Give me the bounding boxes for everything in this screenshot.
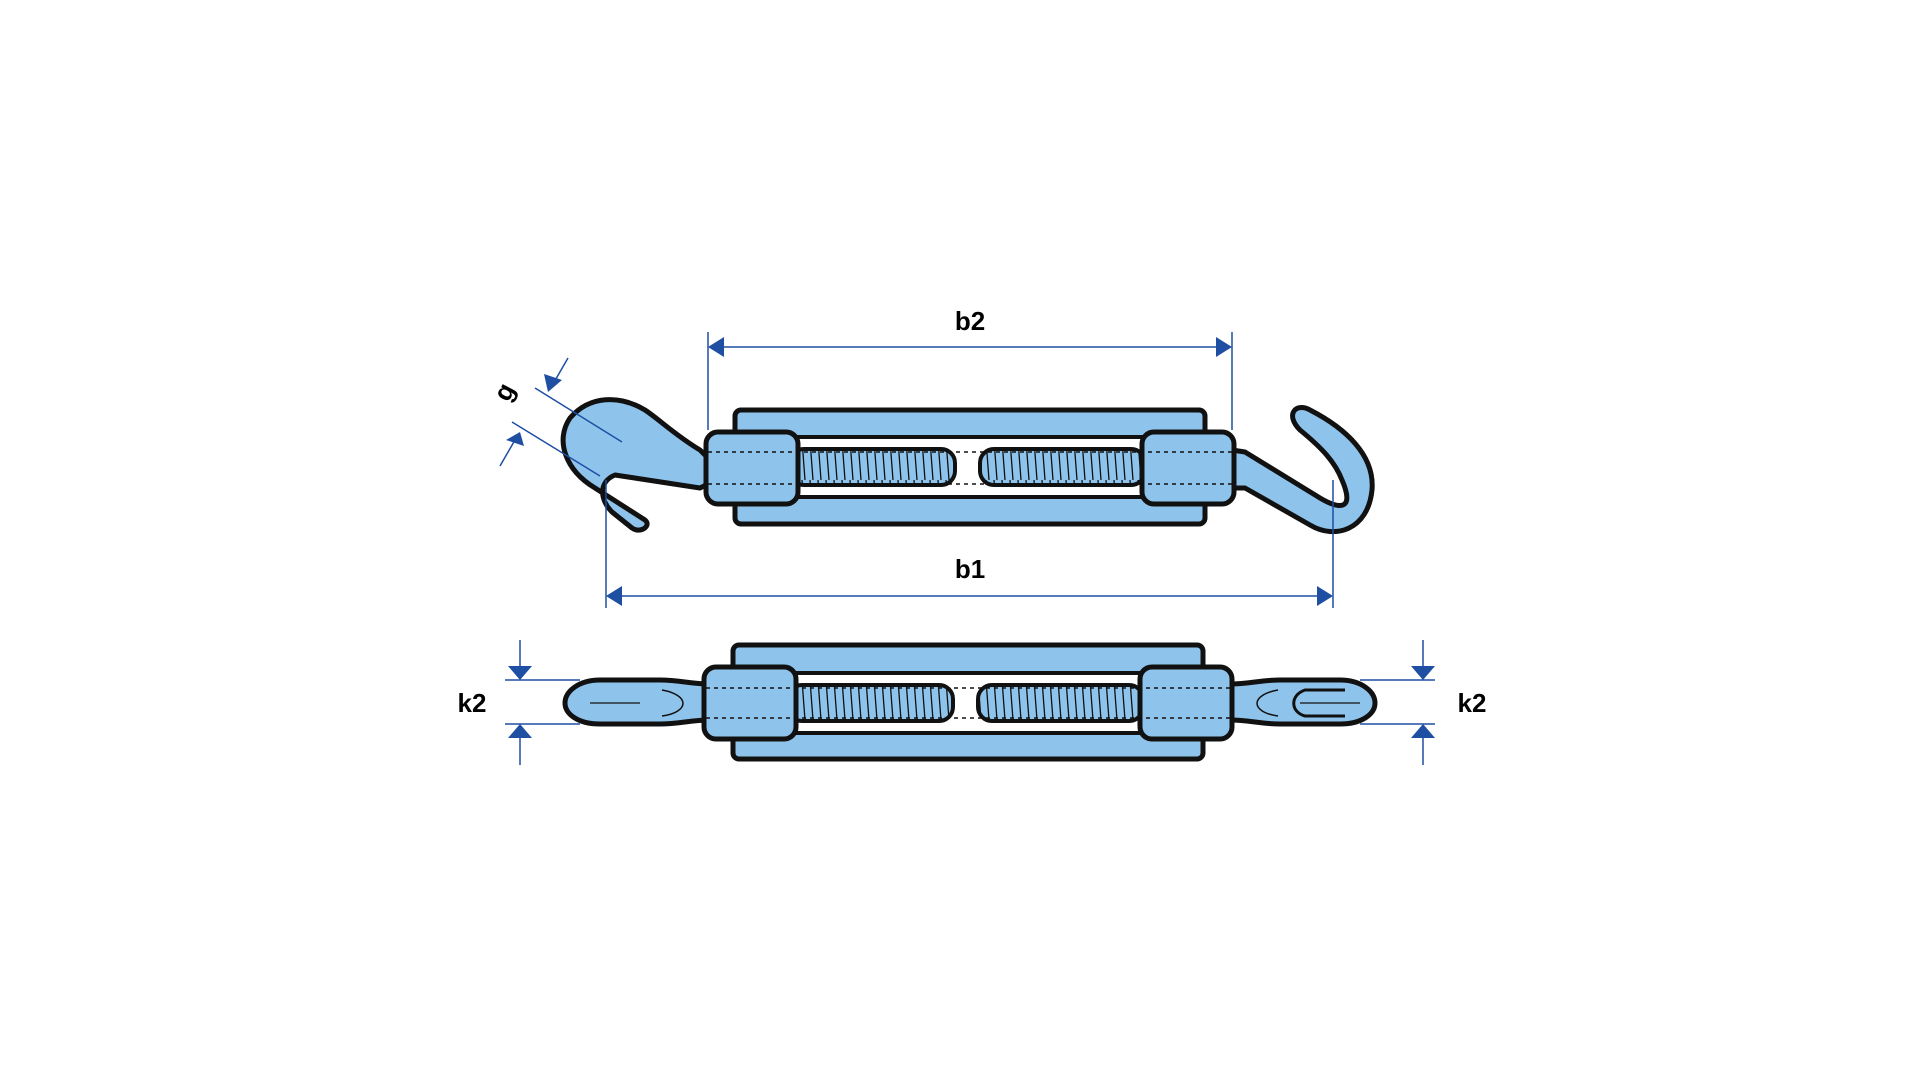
dimension-g xyxy=(499,357,623,477)
label-k2-right: k2 xyxy=(1458,688,1487,718)
label-b1: b1 xyxy=(955,554,985,584)
left-threaded-rod xyxy=(788,447,957,487)
label-g: g xyxy=(487,378,521,406)
right-threaded-rod xyxy=(978,447,1147,487)
label-k2-left: k2 xyxy=(458,688,487,718)
side-left-end-nut xyxy=(701,664,799,742)
dimension-b2 xyxy=(707,332,1233,430)
turnbuckle-side-view xyxy=(505,640,1435,765)
right-eye-end xyxy=(1227,677,1378,727)
dimension-k2-right xyxy=(1360,640,1435,765)
left-hook xyxy=(560,397,715,533)
side-right-end-nut xyxy=(1137,664,1235,742)
dimension-k2-left xyxy=(505,640,580,765)
turnbuckle-top-view xyxy=(499,332,1375,608)
label-b2: b2 xyxy=(955,306,985,336)
side-right-threaded-rod xyxy=(976,683,1145,723)
dimension-b1 xyxy=(605,480,1334,608)
left-eye-end xyxy=(562,677,713,727)
left-end-nut xyxy=(703,429,801,507)
right-end-nut xyxy=(1139,429,1237,507)
right-hook xyxy=(1229,405,1375,535)
side-left-threaded-rod xyxy=(786,683,955,723)
